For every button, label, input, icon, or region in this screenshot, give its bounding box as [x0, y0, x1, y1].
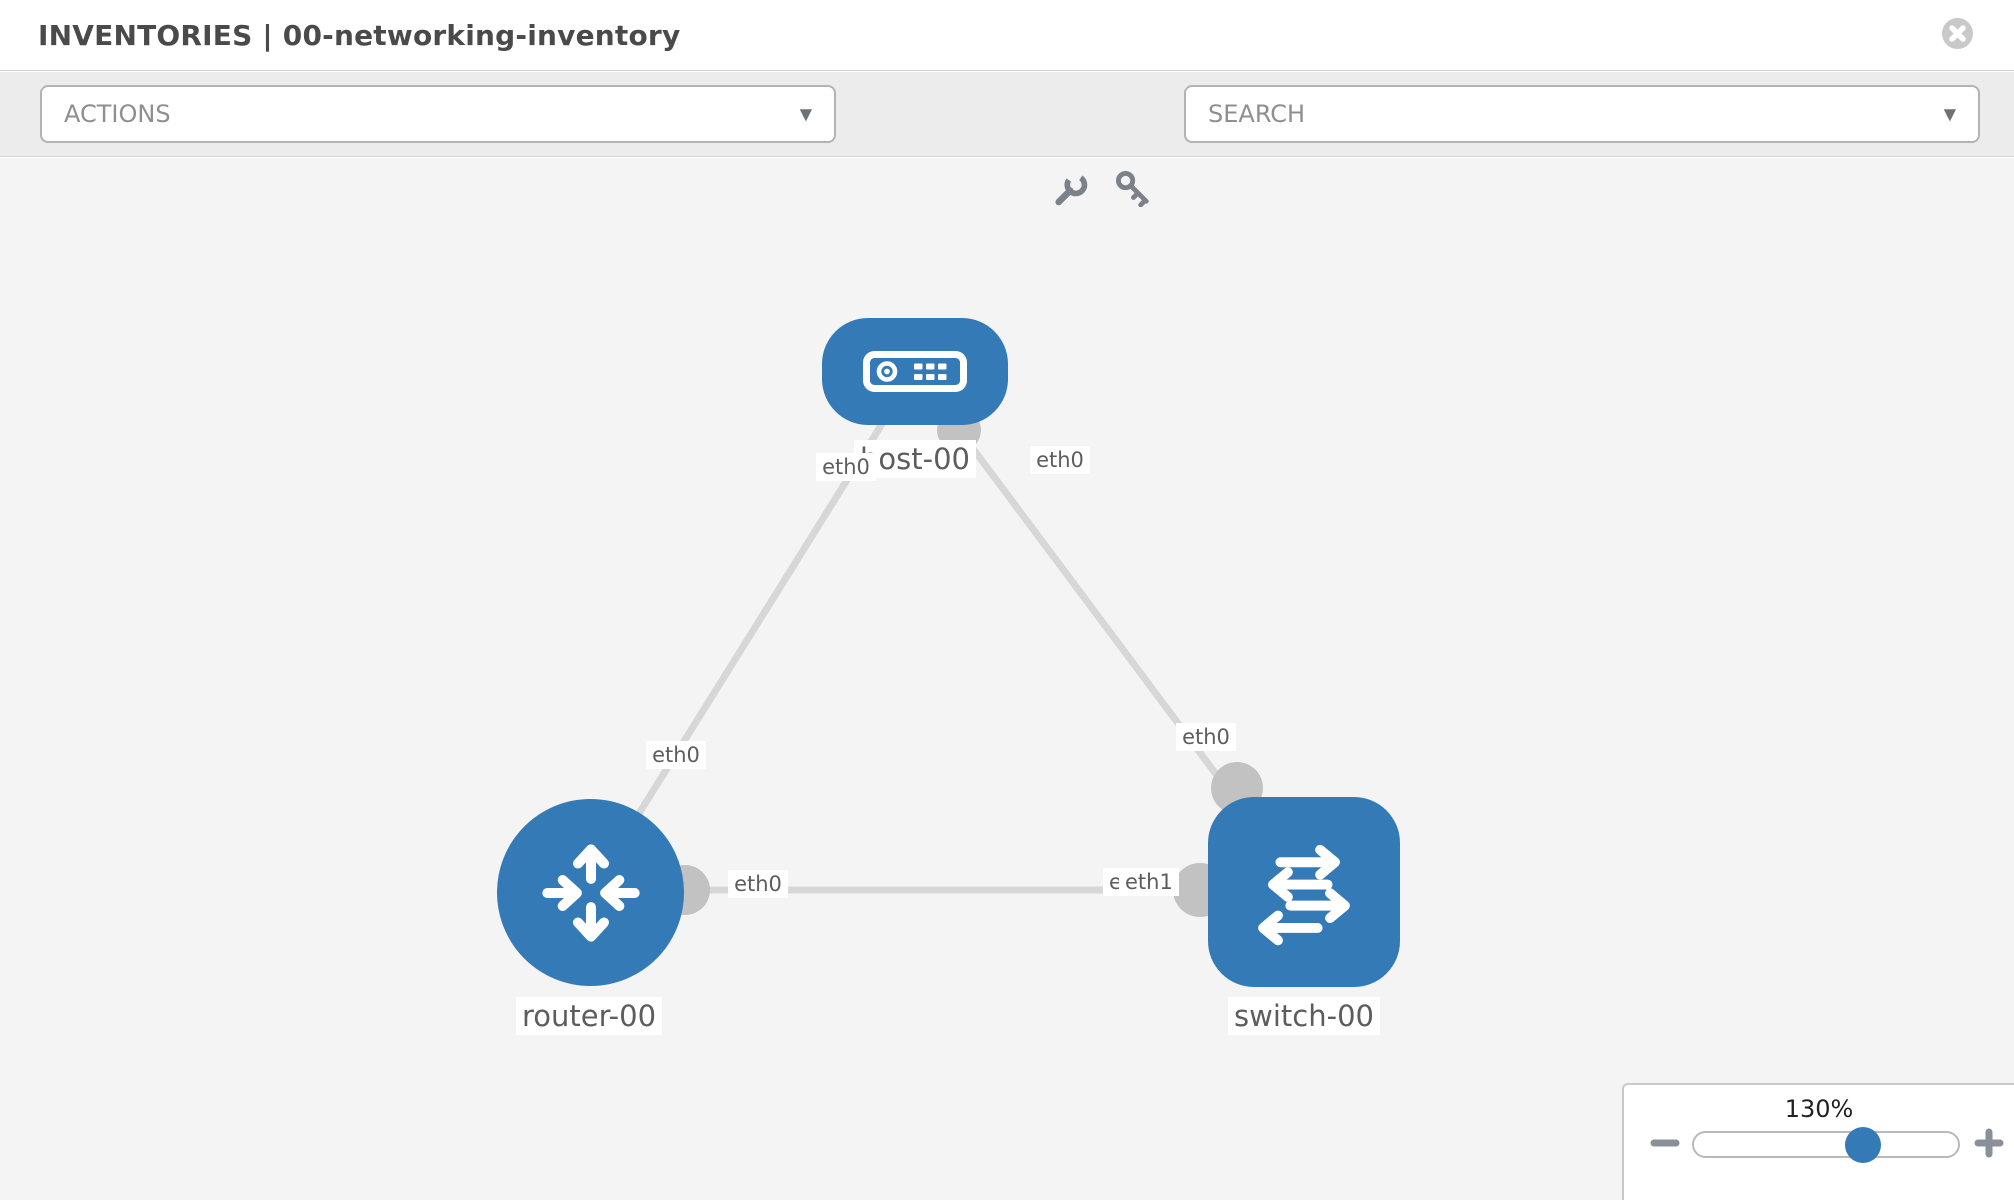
topology-canvas[interactable] — [0, 158, 2014, 1200]
key-icon — [1116, 170, 1149, 207]
toolbar: ACTIONS ▼ SEARCH ▼ — [0, 72, 2014, 207]
host-icon — [863, 351, 967, 392]
plus-icon — [1974, 1128, 2004, 1157]
interface-label-host-eth0-right: eth0 — [1030, 446, 1090, 474]
interface-label-router-eth0: eth0 — [728, 870, 788, 898]
zoom-slider-knob[interactable] — [1844, 1126, 1881, 1163]
node-switch-00[interactable] — [1208, 797, 1400, 987]
credentials-button[interactable] — [1110, 166, 1154, 210]
zoom-control-panel: 130% — [1622, 1083, 2014, 1200]
node-router-00[interactable] — [497, 799, 684, 986]
close-button[interactable] — [1941, 17, 1974, 50]
interface-label-switch-eth1: eth1 — [1119, 868, 1179, 896]
actions-dropdown-label: ACTIONS — [64, 100, 171, 128]
minus-icon — [1650, 1139, 1680, 1146]
configure-button[interactable] — [1046, 166, 1090, 210]
chevron-down-icon: ▼ — [1943, 104, 1956, 124]
zoom-slider-track[interactable] — [1692, 1126, 1960, 1163]
node-label-switch-00: switch-00 — [1228, 997, 1380, 1035]
interface-label-host-eth0-left: eth0 — [816, 453, 876, 481]
interface-label-switch-eth0: eth0 — [1176, 723, 1236, 751]
actions-dropdown[interactable]: ACTIONS ▼ — [40, 85, 836, 143]
switch-icon — [1258, 844, 1350, 946]
search-placeholder: SEARCH — [1208, 100, 1306, 128]
wrench-icon — [1055, 172, 1088, 205]
close-icon — [1942, 18, 1973, 49]
zoom-in-button[interactable] — [1970, 1125, 2008, 1163]
node-label-router-00: router-00 — [515, 997, 663, 1035]
search-dropdown[interactable]: SEARCH ▼ — [1184, 85, 1980, 143]
interface-label-router-eth0-up: eth0 — [646, 741, 706, 769]
router-icon — [541, 843, 640, 942]
page-title: INVENTORIES | 00-networking-inventory — [38, 19, 681, 52]
node-host-00[interactable] — [822, 318, 1008, 425]
zoom-out-button[interactable] — [1646, 1125, 1684, 1163]
zoom-level-value: 130% — [1784, 1095, 1854, 1123]
chevron-down-icon: ▼ — [799, 104, 812, 124]
page-header: INVENTORIES | 00-networking-inventory — [0, 0, 2014, 71]
